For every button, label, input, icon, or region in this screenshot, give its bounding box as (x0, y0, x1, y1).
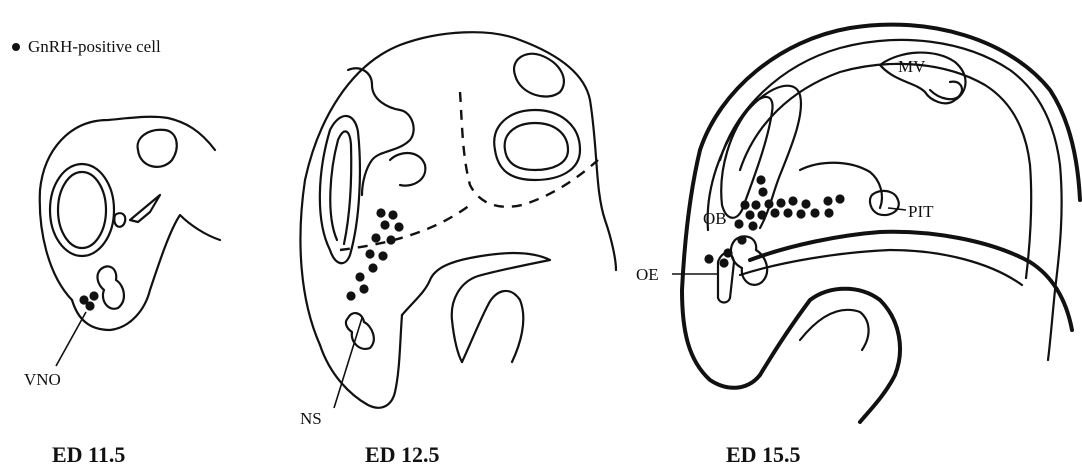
ed115-vno-leader (56, 312, 86, 366)
panel-ed-11-5: VNO ED 11.5 (24, 117, 220, 467)
ed125-gnrh-cell (388, 210, 397, 219)
legend-dot-icon (12, 43, 20, 51)
ed155-gnrh-cell (704, 254, 713, 263)
ed125-gnrh-cell (359, 284, 368, 293)
ed155-gnrh-cell (737, 235, 746, 244)
ed155-pit-leader (888, 208, 906, 210)
legend: GnRH-positive cell (12, 37, 161, 56)
ed155-gnrh-cell (776, 198, 785, 207)
ed115-stage-label: ED 11.5 (52, 442, 125, 467)
ed125-gnrh-cell (378, 251, 387, 260)
ed125-snout-outline (320, 315, 402, 408)
ed125-telencephalon-inner (330, 131, 351, 244)
ed125-ns-leader (334, 318, 362, 408)
ed155-pit-label: PIT (908, 202, 934, 221)
ed155-tongue (800, 310, 869, 350)
ed155-gnrh-cell (835, 194, 844, 203)
ed155-gnrh-cell (745, 210, 754, 219)
ed125-ventricle (514, 54, 564, 97)
ed125-brain-inner-fold (390, 153, 425, 186)
ed155-stage-label: ED 15.5 (726, 442, 801, 467)
ed125-gnrh-cell (368, 263, 377, 272)
ed125-gnrh-cell (346, 291, 355, 300)
ed125-eye-inner (505, 123, 568, 170)
ed125-jaw-outline (462, 291, 523, 362)
ed155-gnrh-cell (748, 221, 757, 230)
ed155-gnrh-cell (723, 248, 732, 257)
panel-ed-12-5: NS ED 12.5 (300, 32, 616, 467)
ed155-palate-inner (740, 250, 1022, 285)
ed155-gnrh-cell (796, 209, 805, 218)
ed155-mv-label: MV (898, 57, 926, 76)
ed155-mv-lobe (930, 82, 962, 99)
ed155-head-outline (700, 25, 1080, 200)
ed155-mandible (760, 289, 900, 422)
ed125-gnrh-cell (380, 220, 389, 229)
ed115-vesicle (138, 130, 177, 167)
ed115-eye-inner (58, 172, 106, 248)
ed125-gnrh-cell (365, 249, 374, 258)
ed115-eye-outer (50, 164, 114, 256)
ed155-oe-label: OE (636, 265, 659, 284)
ed115-placode (97, 266, 123, 308)
ed125-gnrh-cell (371, 233, 380, 242)
ed155-gnrh-cell (758, 187, 767, 196)
ed115-gnrh-cell (89, 291, 98, 300)
ed115-head-outline (40, 117, 215, 300)
ed115-vno-label: VNO (24, 370, 61, 389)
ed155-gnrh-cell (788, 196, 797, 205)
ed155-lateral-ventricle (721, 97, 772, 218)
ed125-oral-outline (402, 253, 550, 362)
ed155-gnrh-cell (756, 175, 765, 184)
panel-ed-15-5: MV OB PIT OE ED 15.5 (636, 25, 1080, 467)
ed115-lower-outline (72, 215, 220, 330)
ed125-gnrh-cell (394, 222, 403, 231)
ed125-nasal-pit (346, 313, 374, 349)
ed155-gnrh-cell (751, 200, 760, 209)
ed155-gnrh-cell (757, 210, 766, 219)
ed125-ns-label: NS (300, 409, 322, 428)
ed155-gnrh-cell (801, 199, 810, 208)
ed155-ob-label: OB (703, 209, 727, 228)
ed155-pituitary (870, 191, 899, 215)
legend-label: GnRH-positive cell (28, 37, 161, 56)
ed125-boundary-horizontal (340, 205, 470, 250)
ed155-gnrh-cell (810, 208, 819, 217)
ed155-gnrh-cell (770, 208, 779, 217)
ed155-gnrh-cell (823, 196, 832, 205)
ed125-gnrh-cell (376, 208, 385, 217)
ed155-gnrh-cell (764, 199, 773, 208)
ed125-gnrh-cell (355, 272, 364, 281)
ed115-gnrh-cell (85, 301, 94, 310)
ed155-gnrh-cell (783, 208, 792, 217)
ed155-gnrh-cell (740, 200, 749, 209)
ed155-gnrh-cell (734, 219, 743, 228)
ed115-cleft (130, 195, 160, 222)
ed115-pouch (114, 213, 125, 227)
ed155-gnrh-cell (719, 258, 728, 267)
ed125-stage-label: ED 12.5 (365, 442, 440, 467)
ed125-gnrh-cell (386, 235, 395, 244)
ed155-gnrh-cell (824, 208, 833, 217)
